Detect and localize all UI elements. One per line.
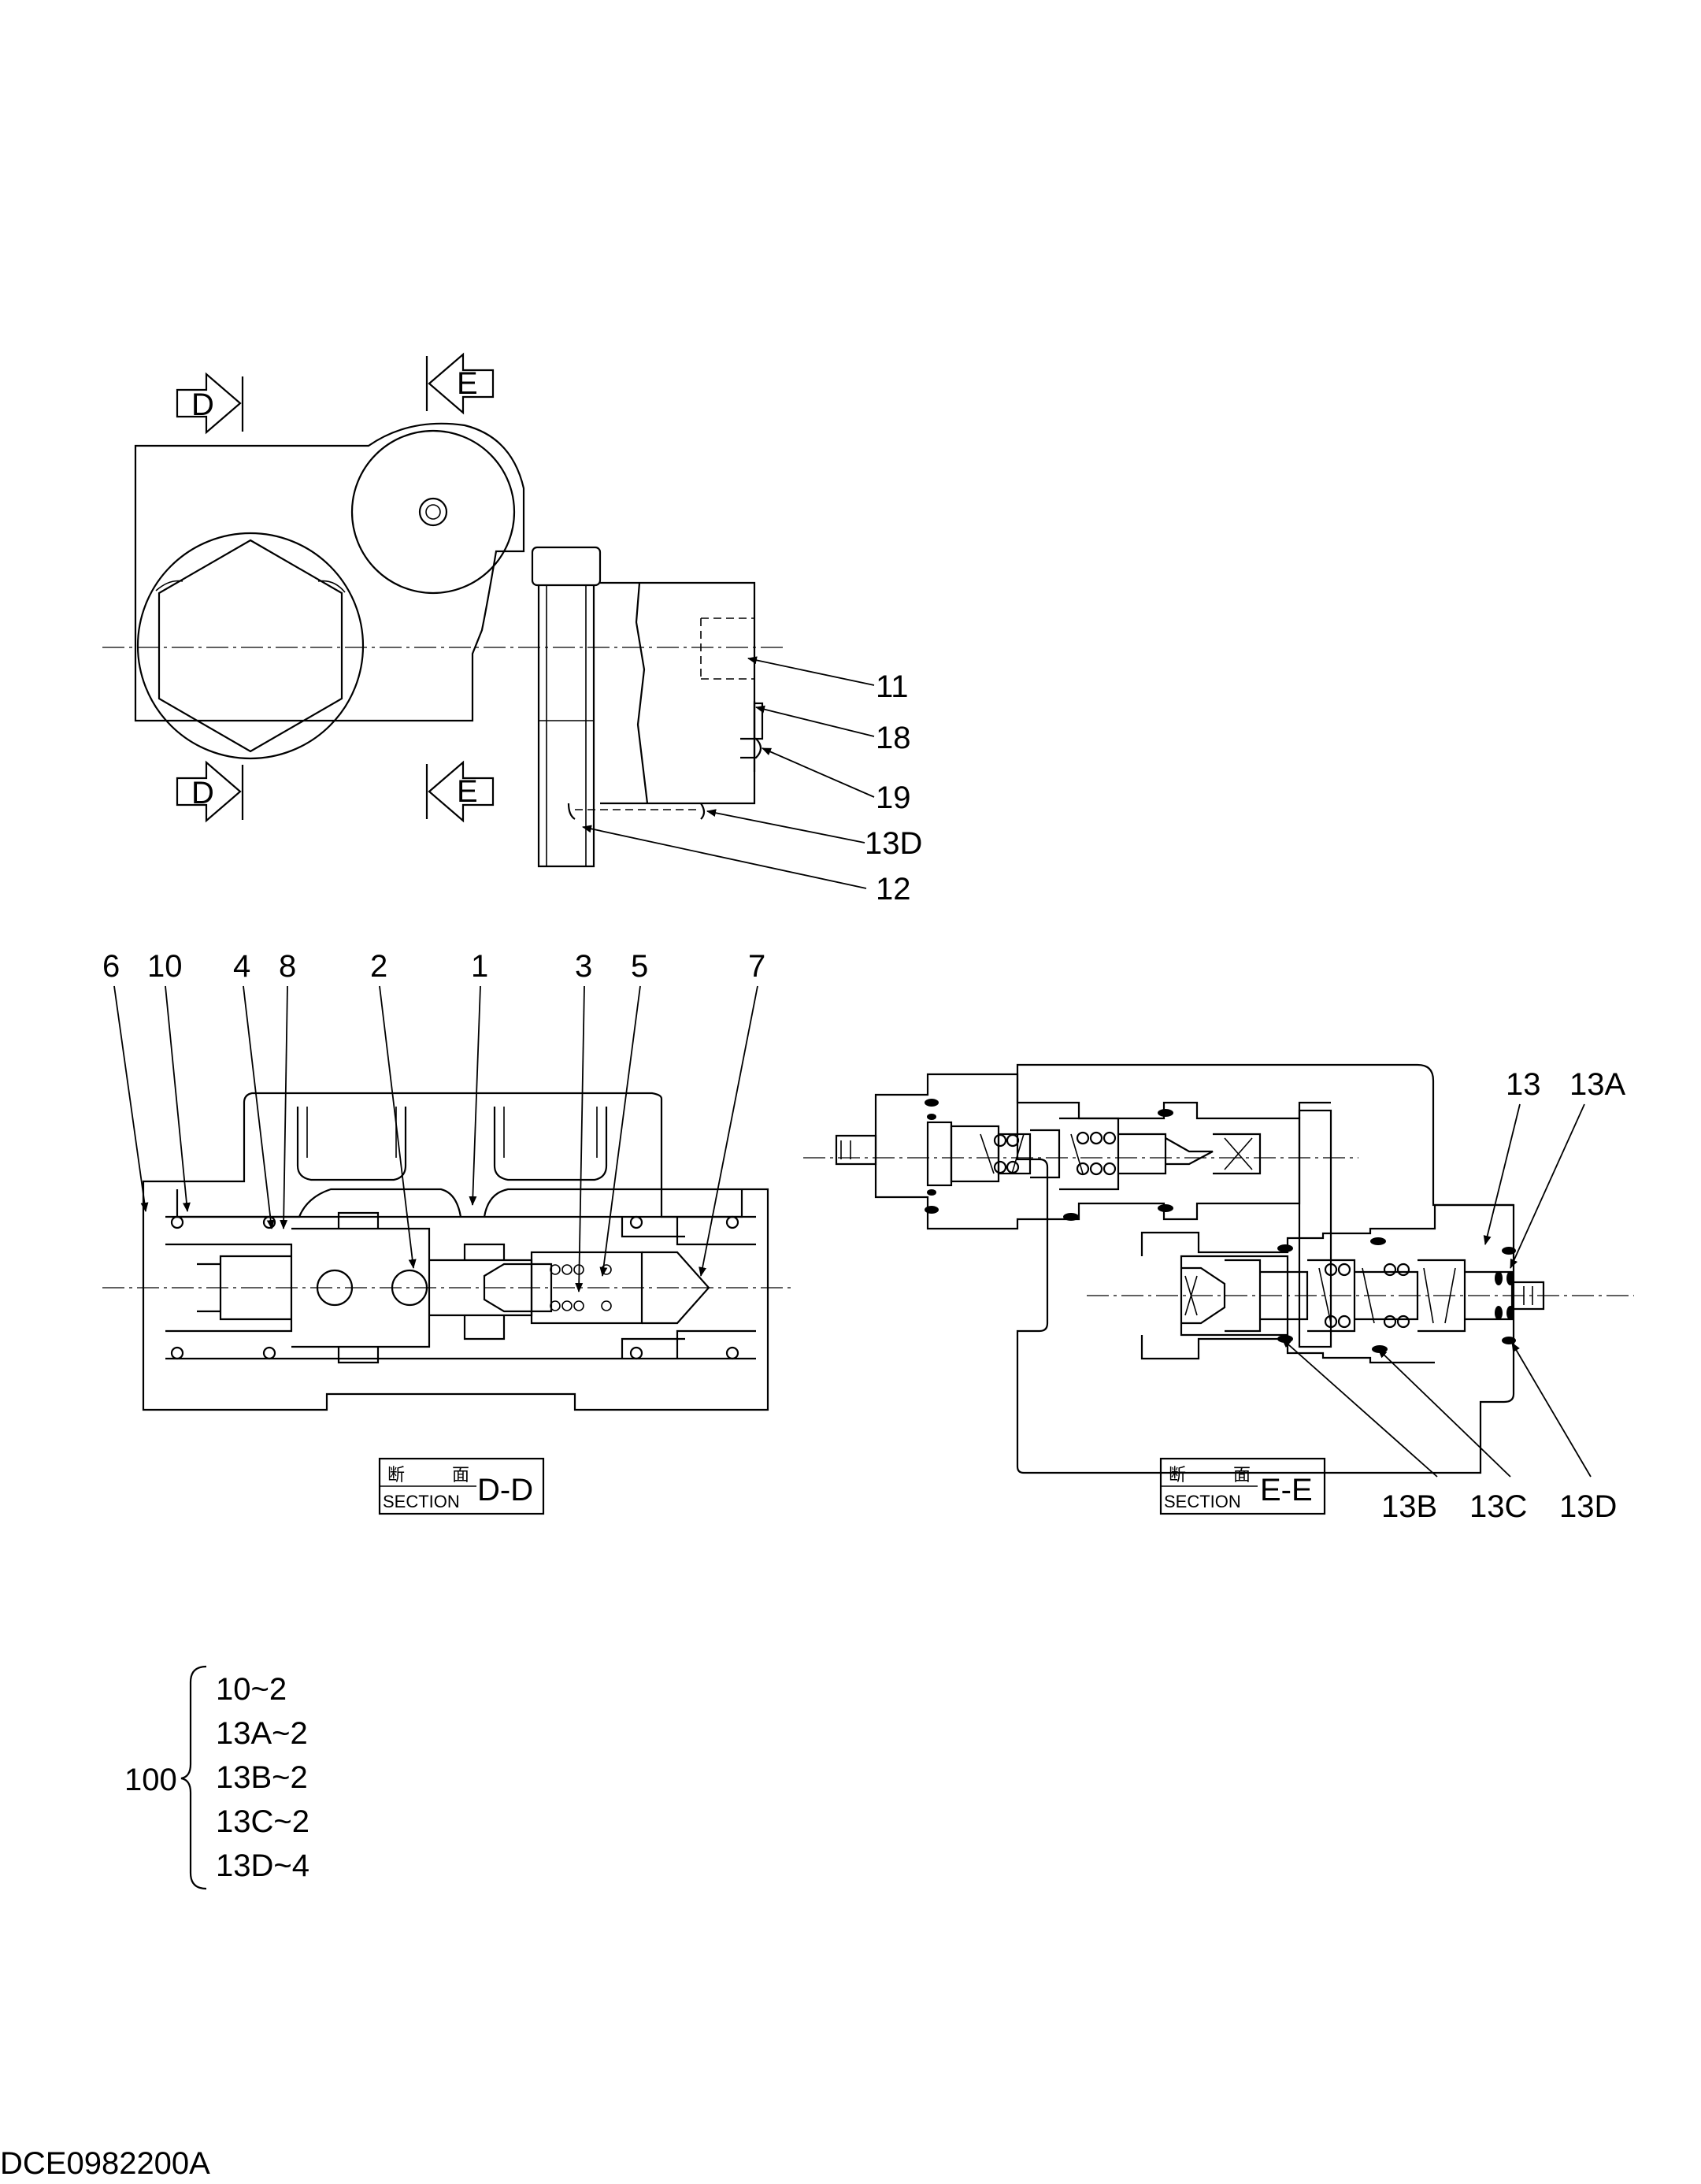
ee-section-word: SECTION [1164,1492,1241,1511]
leader-4 [243,985,275,1229]
ee-section-title: E-E [1260,1473,1313,1507]
callout-5: 5 [631,949,648,984]
leader-10 [165,985,191,1212]
callout-13d-top: 13D [865,826,922,861]
leader-13d-top [706,809,865,844]
ee-body-outline [1016,1063,1515,1474]
section-dd-title: 断 面 SECTION D-D [378,1457,545,1515]
dd-section-word: SECTION [383,1492,460,1511]
callout-11: 11 [876,669,909,704]
leader-13d-ee [1511,1342,1592,1478]
callout-10: 10 [147,949,183,984]
kit-item: 13C~2 [216,1804,309,1839]
section-ee-title: 断 面 SECTION E-E [1159,1457,1326,1515]
section-e-letter-top: E [457,366,478,401]
dd-o-rings [170,1215,739,1360]
section-ee-view: 13 13A [803,1063,1634,1524]
callout-7: 7 [748,949,765,984]
leader-1 [469,985,481,1206]
section-marker-d-top: D [176,372,244,435]
callout-4: 4 [233,949,250,984]
section-d-letter-bottom: D [191,776,214,810]
leader-13 [1483,1103,1521,1245]
drawing-id: DCE0982200A [0,2146,210,2181]
kit-number: 100 [124,1763,177,1797]
dd-kanji-2: 面 [452,1465,469,1485]
leader-19 [762,747,875,798]
section-d-letter-top: D [191,387,214,422]
section-dd-view: 6 10 4 8 2 1 3 5 7 [102,949,795,1515]
kit-item: 13A~2 [216,1716,308,1751]
dd-section-title: D-D [477,1473,533,1507]
callout-18: 18 [876,721,911,755]
callout-13b: 13B [1381,1489,1437,1524]
leader-7 [699,985,758,1277]
leader-13a [1510,1103,1585,1269]
callout-13d-ee: 13D [1559,1489,1617,1524]
side-block-11 [567,581,764,820]
section-e-letter-bottom: E [457,774,478,809]
ee-upper-cartridge [835,1073,1332,1348]
callout-3: 3 [575,949,592,984]
kit-item: 13D~4 [216,1848,309,1883]
leader-6 [113,985,149,1212]
leader-13b [1281,1338,1438,1478]
section-marker-d-bottom: D [176,760,244,823]
seal-kit-list: 100 10~2 13A~2 13B~2 13C~2 13D~4 [124,1665,309,1890]
ee-kanji-2: 面 [1233,1465,1251,1485]
callout-12: 12 [876,872,911,907]
bolt-12 [531,546,602,868]
leader-12 [582,825,867,889]
upper-port-circle [350,429,516,595]
ee-lower-cartridge [1140,1203,1545,1364]
leader-11 [747,656,875,686]
dd-right-port [493,1107,608,1181]
ee-kanji-1: 断 [1169,1465,1186,1485]
callout-2: 2 [370,949,387,984]
top-view: D E D E [102,352,922,907]
kit-brace [180,1665,207,1890]
leader-3 [575,985,585,1292]
valve-body-outline [134,422,525,722]
kit-item: 13B~2 [216,1760,308,1795]
callout-19: 19 [876,781,911,815]
dd-left-port [296,1107,407,1181]
dd-body-outline [142,1092,769,1411]
leader-8 [280,985,288,1229]
leader-5 [599,985,641,1277]
callout-8: 8 [279,949,296,984]
callout-13a: 13A [1569,1067,1625,1102]
section-marker-e-top: E [425,352,495,415]
callout-1: 1 [471,949,488,984]
leader-13c [1377,1348,1511,1478]
dd-spring-5 [550,1264,612,1311]
kit-item: 10~2 [216,1672,287,1707]
dd-poppet-3 [483,1263,553,1313]
dd-kanji-1: 断 [387,1465,405,1485]
callout-13: 13 [1506,1067,1541,1102]
callout-13c: 13C [1469,1489,1527,1524]
hex-port [136,532,365,760]
callout-6: 6 [102,949,120,984]
leader-18 [755,705,875,737]
section-marker-e-bottom: E [425,760,495,823]
